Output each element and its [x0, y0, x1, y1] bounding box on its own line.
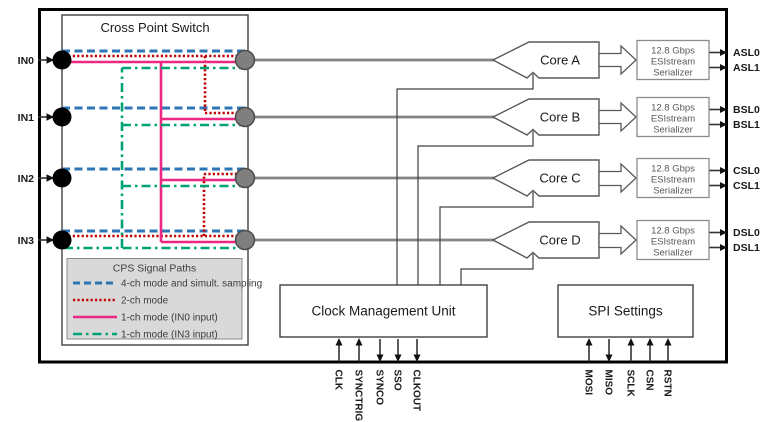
pin-label-clkout: CLKOUT: [411, 370, 422, 412]
input-arrows: [38, 56, 54, 244]
core-clock-routing: [396, 74, 534, 285]
core-b-label: Core B: [540, 110, 580, 125]
spi-settings-title: SPI Settings: [588, 304, 663, 319]
input-node-in0: [52, 50, 72, 70]
output-label-csl1: CSL1: [733, 180, 760, 192]
cross-point-switch-title: Cross Point Switch: [100, 20, 209, 35]
serializer-b-line2: ESIstream: [651, 114, 695, 125]
serializer-a-line2: ESIstream: [651, 57, 695, 68]
serializer-d-line1: 12.8 Gbps: [651, 226, 695, 237]
pin-label-csn: CSN: [644, 370, 655, 391]
core-d-to-serializer-arrow: [598, 224, 637, 256]
pin-label-clk: CLK: [333, 370, 344, 391]
output-label-dsl1: DSL1: [733, 242, 760, 254]
core-c-to-serializer-arrow: [598, 162, 637, 194]
cmu-pin-arrows: [335, 338, 421, 362]
pin-label-sclk: SCLK: [625, 370, 636, 398]
serial-output-arrows: [709, 49, 727, 251]
output-node-a: [234, 49, 256, 71]
serializer-a-line3: Serializer: [653, 68, 693, 79]
core-d-label: Core D: [539, 233, 580, 248]
serializer-c-box: [636, 157, 710, 199]
pin-label-mosi: MOSI: [583, 370, 594, 396]
core-c-shape: [491, 159, 600, 197]
input-label-in0: IN0: [18, 55, 35, 67]
signal-path-1ch-in3: [64, 66, 245, 250]
serializer-b-box: [636, 96, 710, 138]
output-label-dsl0: DSL0: [733, 227, 760, 239]
input-node-in3: [52, 230, 72, 250]
spi-settings-box: [557, 284, 694, 338]
input-label-in3: IN3: [18, 235, 35, 247]
output-label-asl1: ASL1: [733, 62, 760, 74]
core-c-label: Core C: [539, 171, 580, 186]
serializer-c-line3: Serializer: [653, 186, 693, 197]
serializer-a-box: [636, 39, 710, 81]
legend-label-2ch: 2-ch mode: [121, 296, 169, 307]
output-label-asl0: ASL0: [733, 47, 760, 59]
serializer-d-line3: Serializer: [653, 248, 693, 259]
input-label-in1: IN1: [18, 112, 35, 124]
pin-label-rstn: RSTN: [662, 370, 673, 397]
pin-label-miso: MISO: [603, 370, 614, 396]
output-label-bsl1: BSL1: [733, 119, 760, 131]
core-b-to-serializer-arrow: [598, 101, 637, 133]
core-a-label: Core A: [540, 53, 580, 68]
clock-management-unit-box: [279, 284, 488, 338]
pin-label-sso: SSO: [392, 370, 403, 391]
output-label-csl0: CSL0: [733, 165, 760, 177]
legend-label-4ch: 4-ch mode and simult. sampling: [121, 279, 262, 290]
output-node-b: [234, 106, 256, 128]
input-label-in2: IN2: [18, 173, 35, 185]
spi-pin-arrows: [585, 338, 672, 362]
signal-path-4ch-mode: [62, 49, 245, 233]
input-node-in2: [52, 168, 72, 188]
pin-label-synco: SYNCO: [374, 370, 385, 406]
output-node-c: [234, 167, 256, 189]
signal-path-2ch-mode: [64, 54, 245, 238]
core-a-to-serializer-arrow: [598, 44, 637, 76]
serializer-b-line1: 12.8 Gbps: [651, 103, 695, 114]
serializer-d-line2: ESIstream: [651, 237, 695, 248]
signal-path-1ch-in0: [64, 60, 245, 244]
serializer-c-line2: ESIstream: [651, 175, 695, 186]
output-node-d: [234, 229, 256, 251]
serializer-c-line1: 12.8 Gbps: [651, 164, 695, 175]
clock-management-unit-title: Clock Management Unit: [311, 304, 455, 319]
cps-legend-title: CPS Signal Paths: [113, 263, 196, 275]
core-b-shape: [491, 98, 600, 136]
core-a-shape: [491, 41, 600, 79]
legend-label-1ch-in3: 1-ch mode (IN3 input): [121, 330, 218, 341]
output-label-bsl0: BSL0: [733, 104, 760, 116]
core-d-shape: [491, 221, 600, 259]
serializer-d-box: [636, 219, 710, 261]
pin-label-synctrig: SYNCTRIG: [353, 370, 364, 422]
legend-label-1ch-in0: 1-ch mode (IN0 input): [121, 313, 218, 324]
input-node-in1: [52, 107, 72, 127]
serializer-b-line3: Serializer: [653, 125, 693, 136]
serializer-a-line1: 12.8 Gbps: [651, 46, 695, 57]
